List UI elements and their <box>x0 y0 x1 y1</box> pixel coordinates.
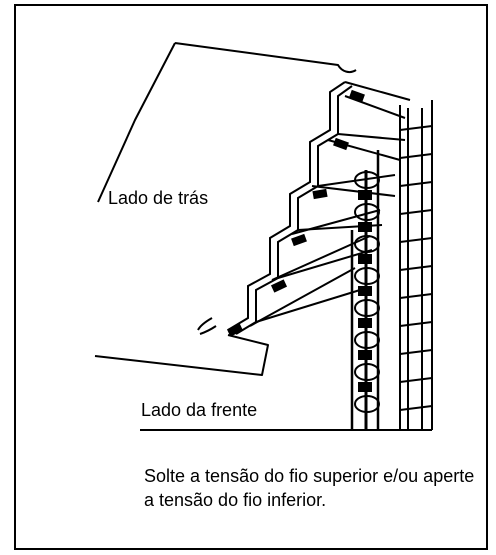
seam-edge-ticks <box>399 125 433 411</box>
back-stitch-loops <box>227 81 411 335</box>
fabric-back-outline <box>94 42 357 376</box>
label-front-side: Lado da frente <box>141 400 258 420</box>
caption-line-2: a tensão do fio inferior. <box>144 490 327 510</box>
figure-frame <box>14 4 488 550</box>
caption-line-1: Solte a tensão do fio superior e/ou aper… <box>144 466 475 486</box>
thread-tails <box>197 317 217 335</box>
back-stitch-knots <box>226 89 365 337</box>
caption: Solte a tensão do fio superior e/ou aper… <box>144 464 489 512</box>
label-back-side: Lado de trás <box>108 188 209 208</box>
